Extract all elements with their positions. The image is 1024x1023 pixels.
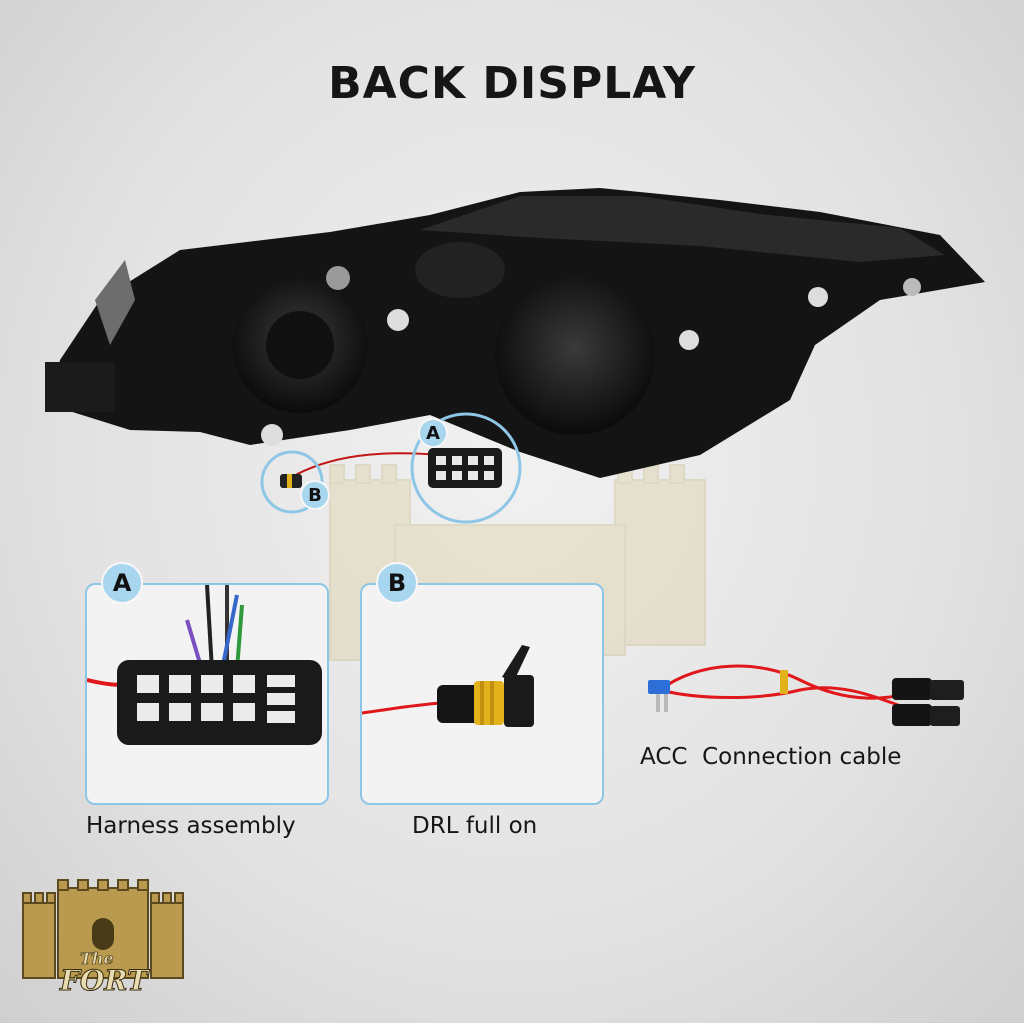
panel-harness-assembly <box>85 583 329 805</box>
drl-full-on-caption: DRL full on <box>412 813 538 839</box>
callout-b-badge: B <box>300 480 330 510</box>
panel-drl-full-on <box>360 583 604 805</box>
svg-text:FORT: FORT <box>59 964 150 997</box>
drl-connector-image <box>362 645 534 727</box>
callout-a-ring <box>410 412 522 524</box>
page-title: BACK DISPLAY <box>328 58 696 109</box>
panel-a-badge: A <box>101 562 143 604</box>
the-fort-logo: The FORT <box>22 879 184 998</box>
acc-cable-image <box>648 664 964 726</box>
svg-text:The: The <box>80 949 114 968</box>
panel-b-badge: B <box>376 562 418 604</box>
harness-connector-image <box>87 585 322 745</box>
harness-assembly-caption: Harness assembly <box>86 813 296 839</box>
acc-connection-cable-caption: ACC Connection cable <box>640 744 902 770</box>
callout-a-badge: A <box>418 418 448 448</box>
